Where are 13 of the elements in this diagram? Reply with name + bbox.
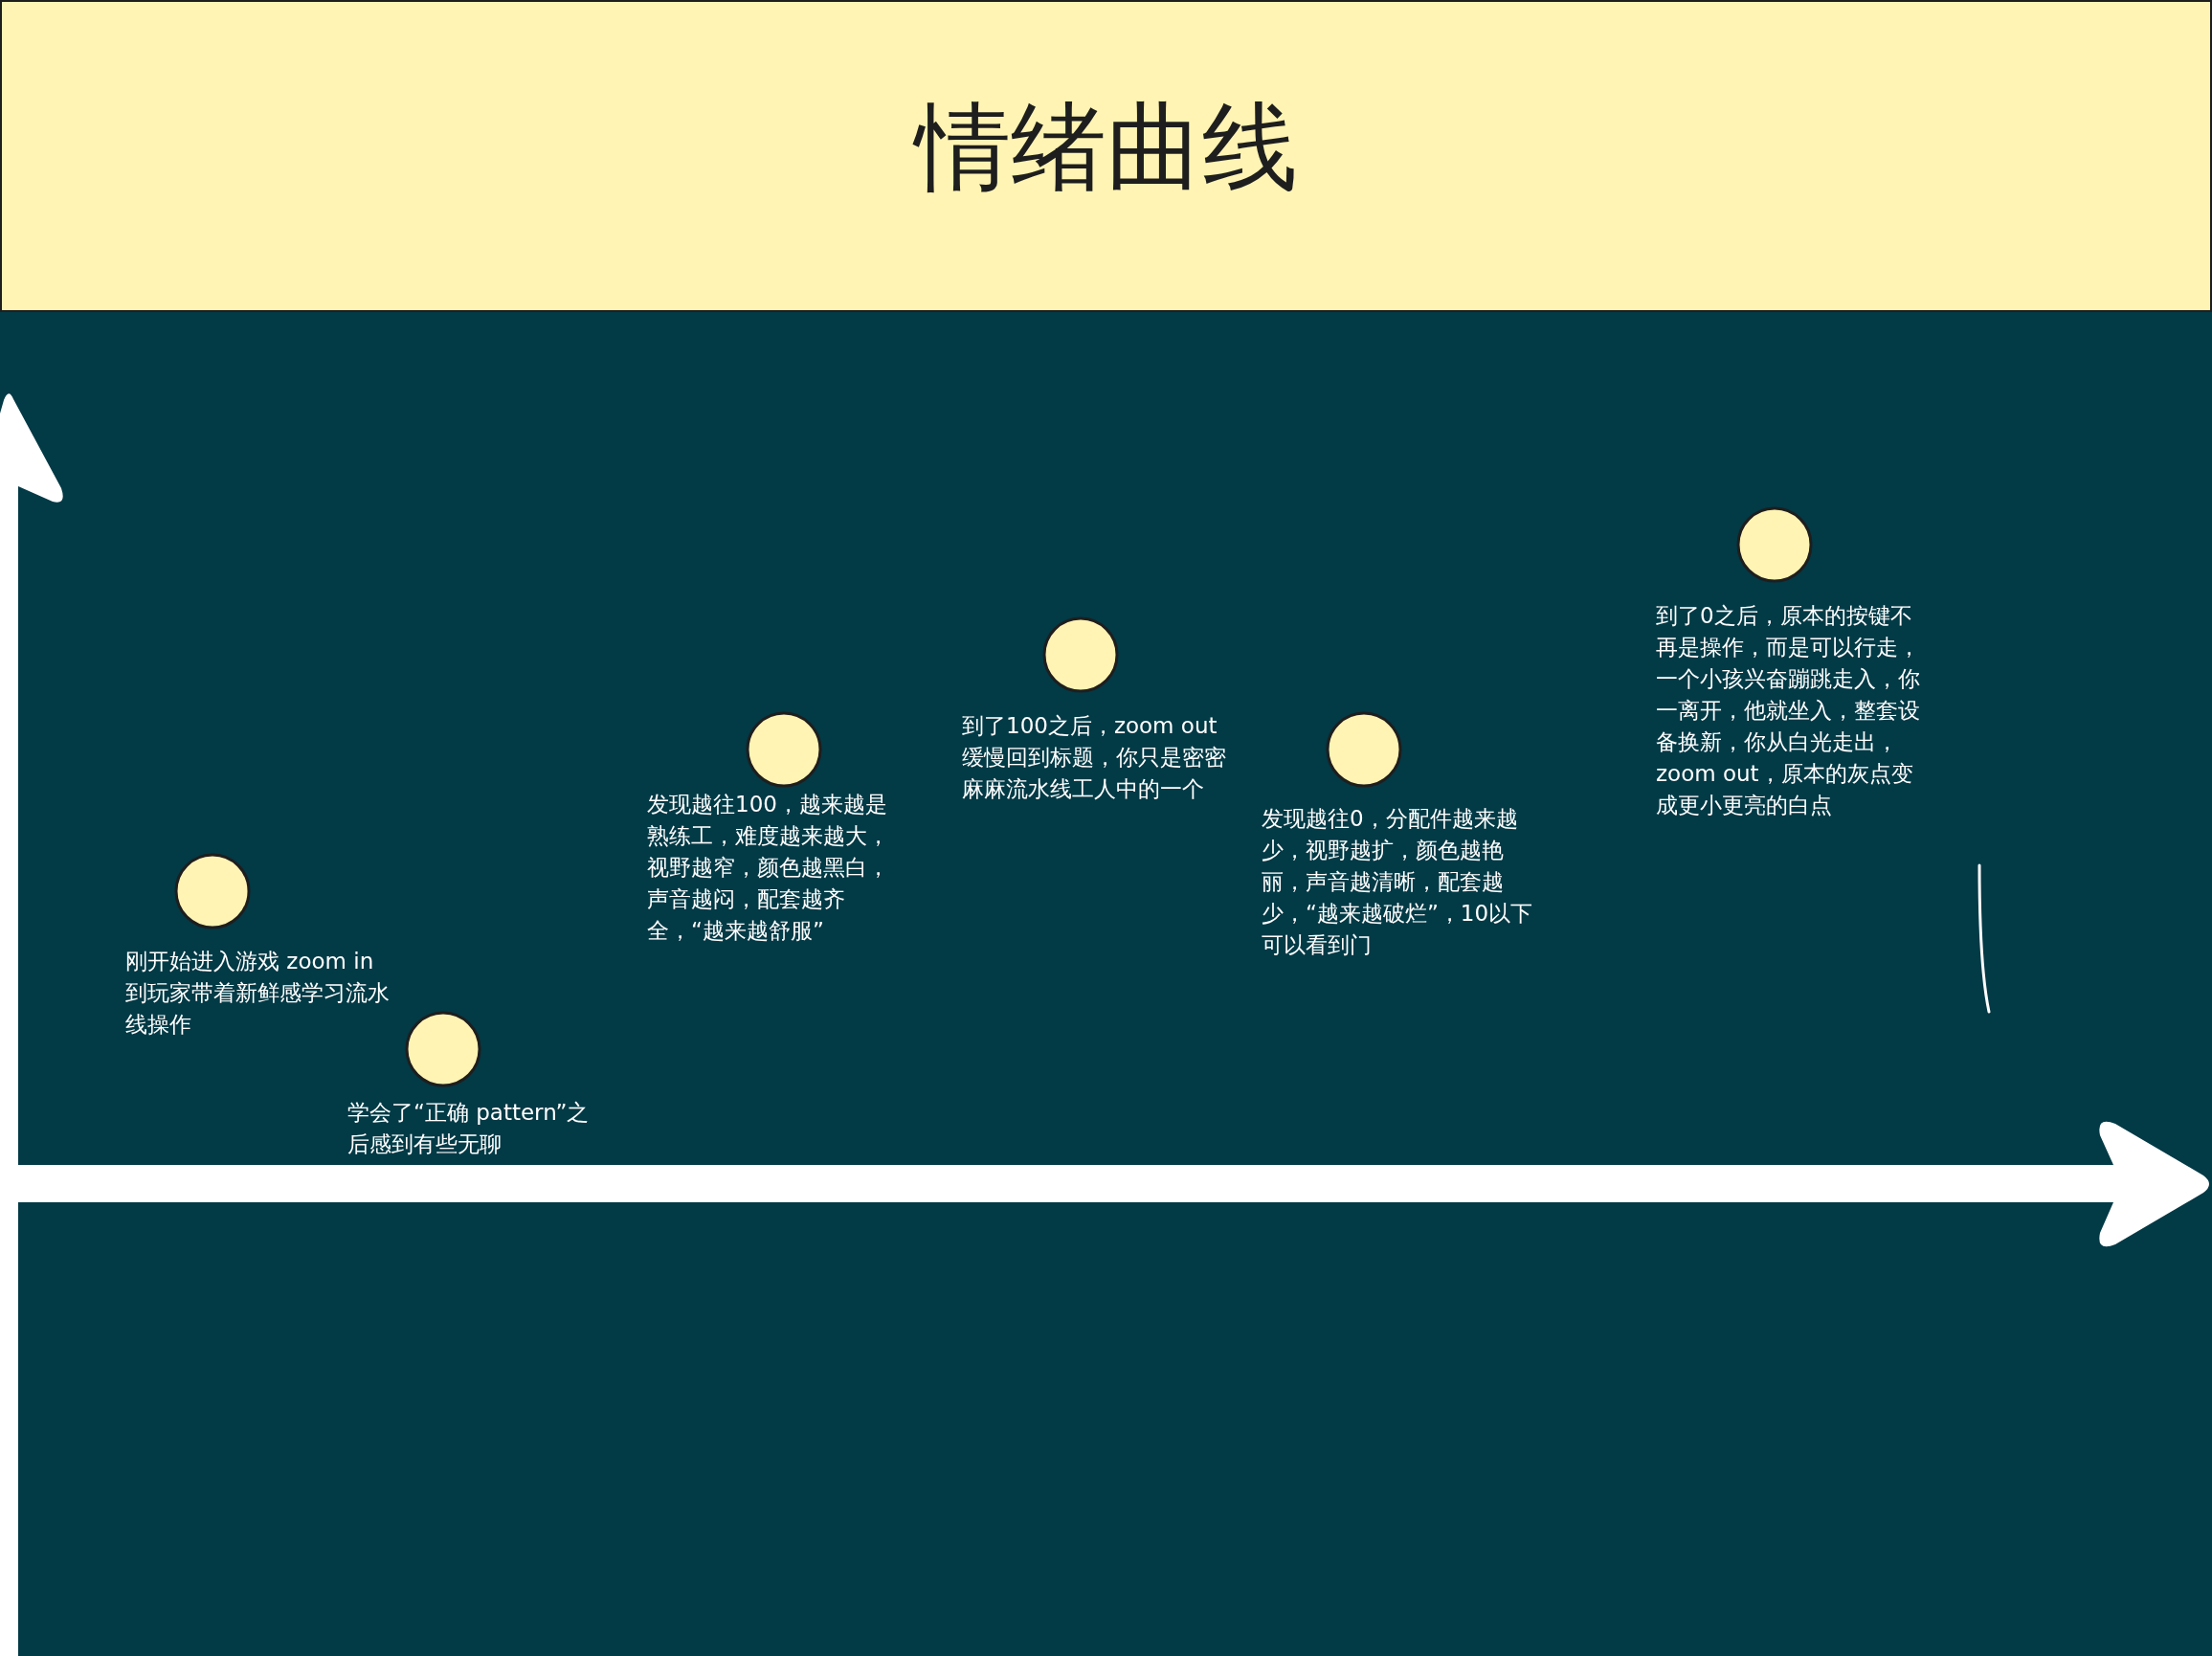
- circle-marker: [1042, 616, 1119, 693]
- annotation-text: 到了100之后，zoom out 缓慢回到标题，你只是密密麻麻流水线工人中的一个: [962, 712, 1227, 803]
- annotation-text: 发现越往0，分配件越来越少，视野越扩，颜色越艳丽，声音越清晰，配套越少，“越来越破烂”，10以下可以看到门: [1262, 805, 1533, 959]
- annotation-text: 发现越往100，越来越是熟练工，难度越来越大，视野越窄，颜色越黑白，声音越闷，配套越齐全，“越来越舒服”: [647, 791, 890, 945]
- annotation-text: 学会了“正确 pattern”之后感到有些无聊: [347, 1099, 591, 1158]
- circle-marker: [1326, 711, 1402, 788]
- title: 情绪曲线: [914, 90, 1298, 205]
- circle-marker: [405, 1011, 481, 1087]
- circle-marker: [1736, 506, 1813, 583]
- circle-marker: [746, 711, 822, 788]
- circle-marker: [174, 853, 251, 929]
- annotation-text: 刚开始进入游戏 zoom in 到玩家带着新鲜感学习流水线操作: [125, 948, 391, 1039]
- annotation-text: 到了0之后，原本的按键不再是操作，而是可以行走，一个小孩兴奋蹦跳走入，你一离开，他就坐入，整套设备换新，你从白光走出，zoom out，原本的灰点变成更小更亮的白点: [1656, 602, 1921, 819]
